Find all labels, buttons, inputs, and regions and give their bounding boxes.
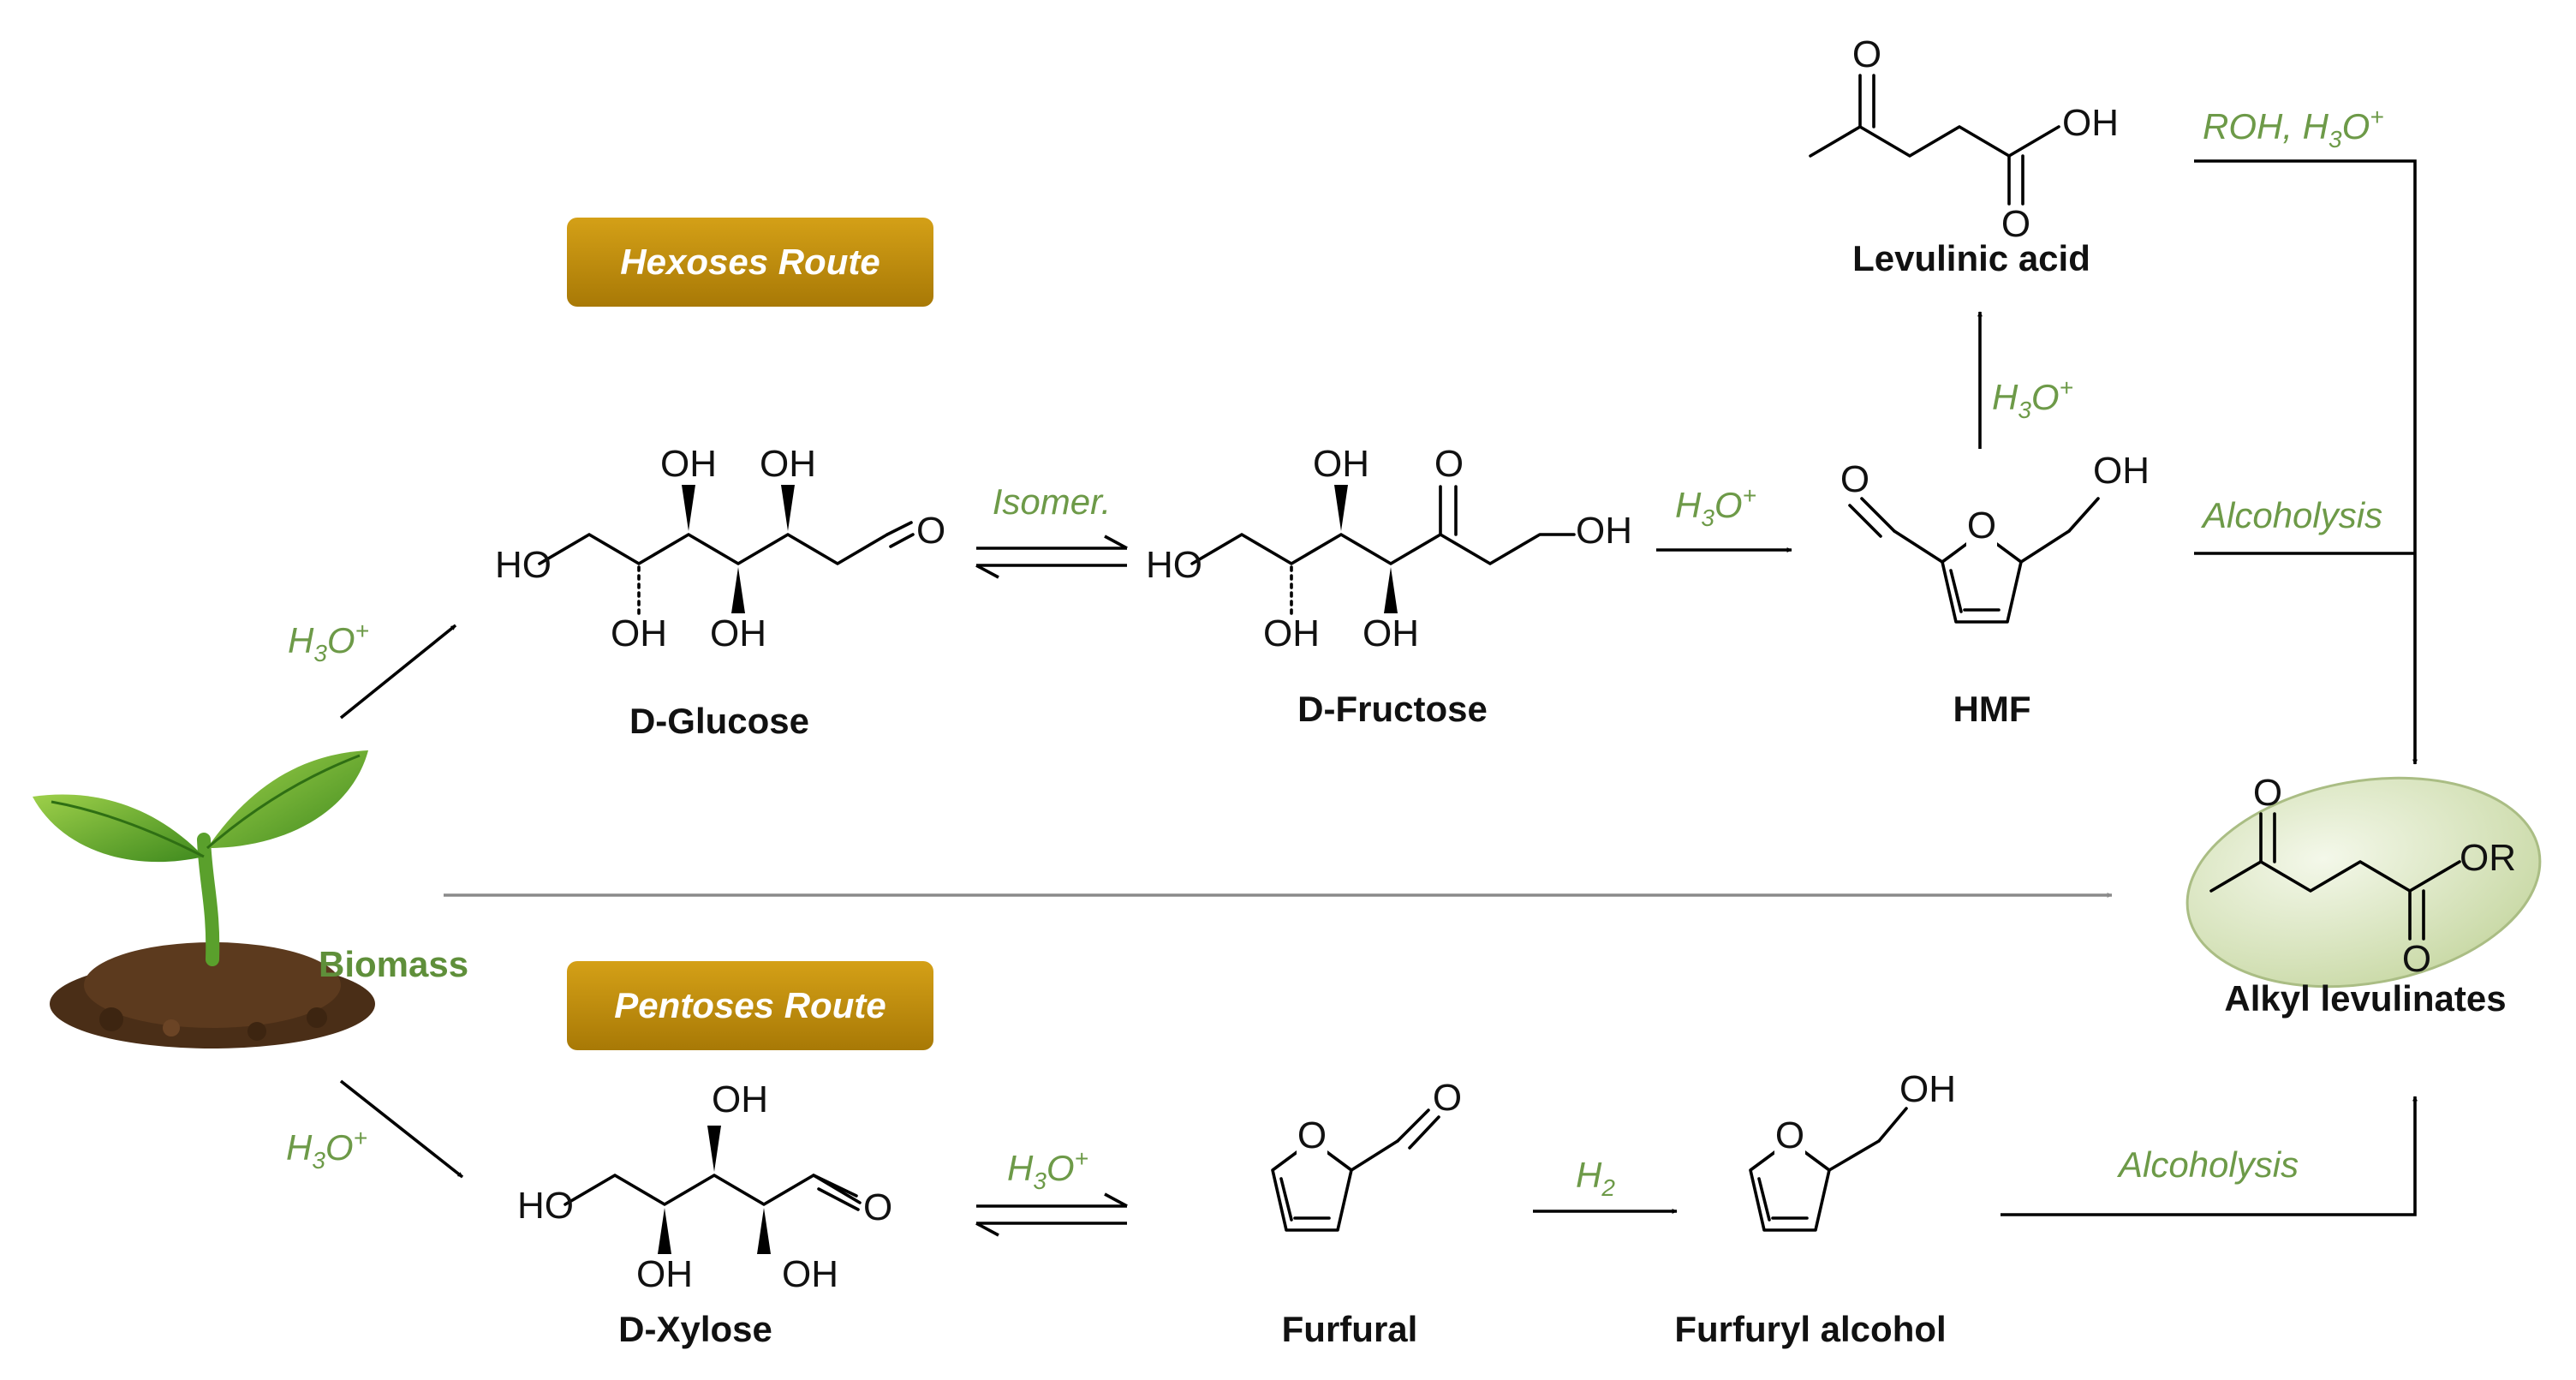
hydrogen-label: H2	[1576, 1155, 1615, 1201]
pentoses-route-label: Pentoses Route	[614, 985, 886, 1025]
xylose-aldehyde-o: O	[863, 1186, 892, 1228]
hexoses-route-badge: Hexoses Route	[567, 218, 933, 307]
fructose-name: D-Fructose	[1297, 689, 1488, 729]
hmf-levulinic-acid-label: H3O+	[1992, 374, 2073, 423]
levulinic-acid-structure	[1809, 74, 2060, 206]
glucose-name: D-Glucose	[629, 701, 809, 741]
hmf-structure	[1848, 497, 2100, 624]
furfural-structure	[1271, 1108, 1440, 1232]
xylose-oh-2: OH	[712, 1078, 768, 1120]
fructose-oh-3: OH	[1363, 612, 1419, 654]
xylose-furfural-equilibrium-arrow	[975, 1192, 1128, 1237]
glucose-oh-2: OH	[660, 443, 717, 485]
hmf-alcoholysis-label: Alcoholysis	[2200, 495, 2382, 535]
biomass-glucose-acid-label: H3O+	[288, 618, 369, 666]
glucose-aldehyde-o: O	[916, 510, 945, 552]
fructose-oh-2: OH	[1313, 443, 1369, 485]
hexoses-route-label: Hexoses Route	[620, 242, 880, 282]
hmf-oh: OH	[2093, 450, 2150, 492]
furfuryl-alcoholysis-label: Alcoholysis	[2116, 1144, 2299, 1185]
fructose-ketone-o: O	[1434, 443, 1464, 485]
alkyl-or: OR	[2460, 837, 2516, 879]
d-fructose-structure: HO OH O OH OH OH	[1146, 443, 1632, 654]
fructose-ho: HO	[1146, 544, 1202, 586]
furfuryl-ring-o: O	[1775, 1114, 1804, 1156]
furfuryl-alcohol-structure	[1749, 1107, 1908, 1232]
glucose-oh-1: OH	[611, 612, 667, 654]
fructose-oh-terminal: OH	[1576, 510, 1632, 552]
xylose-name: D-Xylose	[618, 1309, 772, 1349]
alkyl-ketone-o: O	[2253, 772, 2282, 814]
alkyl-levulinates-structure	[2209, 812, 2461, 941]
glucose-fructose-equilibrium-arrow	[975, 535, 1128, 579]
d-glucose-structure: HO O OH OH OH OH	[495, 443, 945, 654]
d-xylose-structure	[564, 1126, 862, 1254]
levulinic-oh: OH	[2062, 102, 2119, 144]
xylose-furfural-acid-label: H3O+	[1007, 1145, 1088, 1194]
hmf-aldehyde-o: O	[1840, 458, 1869, 500]
fructose-oh-1: OH	[1263, 612, 1320, 654]
pentoses-route-badge: Pentoses Route	[567, 961, 933, 1050]
biomass-xylose-acid-label: H3O+	[286, 1125, 367, 1174]
levulinic-name: Levulinic acid	[1852, 238, 2090, 278]
furfuryl-to-alkyl-arrow	[2001, 1096, 2418, 1216]
levulinic-acid-o: O	[2001, 203, 2030, 245]
xylose-oh-3: OH	[782, 1253, 838, 1295]
glucose-oh-3: OH	[710, 612, 766, 654]
hmf-name: HMF	[1953, 689, 2031, 729]
hmf-ring-o: O	[1967, 505, 1996, 547]
glucose-oh-4: OH	[760, 443, 816, 485]
levulinic-ketone-o: O	[1852, 33, 1881, 75]
furfural-name: Furfural	[1282, 1309, 1418, 1349]
levulinic-to-alkyl-arrow	[2194, 159, 2418, 765]
furfural-aldehyde-o: O	[1433, 1077, 1462, 1119]
xylose-oh-1: OH	[636, 1253, 693, 1295]
xylose-ho: HO	[517, 1185, 574, 1227]
biomass-label: Biomass	[319, 944, 468, 984]
alkyl-name: Alkyl levulinates	[2224, 978, 2506, 1019]
furfural-ring-o: O	[1297, 1114, 1327, 1156]
glucose-ho: HO	[495, 544, 552, 586]
fructose-hmf-acid-label: H3O+	[1675, 482, 1756, 531]
isomerization-label: Isomer.	[993, 481, 1111, 522]
roh-acid-label: ROH, H3O+	[2203, 104, 2384, 152]
biomass-plant-icon	[33, 750, 375, 1048]
furfuryl-name: Furfuryl alcohol	[1674, 1309, 1946, 1349]
biomass-to-glucose-arrow	[339, 624, 457, 720]
furfuryl-oh: OH	[1899, 1068, 1956, 1110]
biomass-to-xylose-arrow	[339, 1079, 464, 1179]
alkyl-ester-o: O	[2402, 938, 2431, 980]
